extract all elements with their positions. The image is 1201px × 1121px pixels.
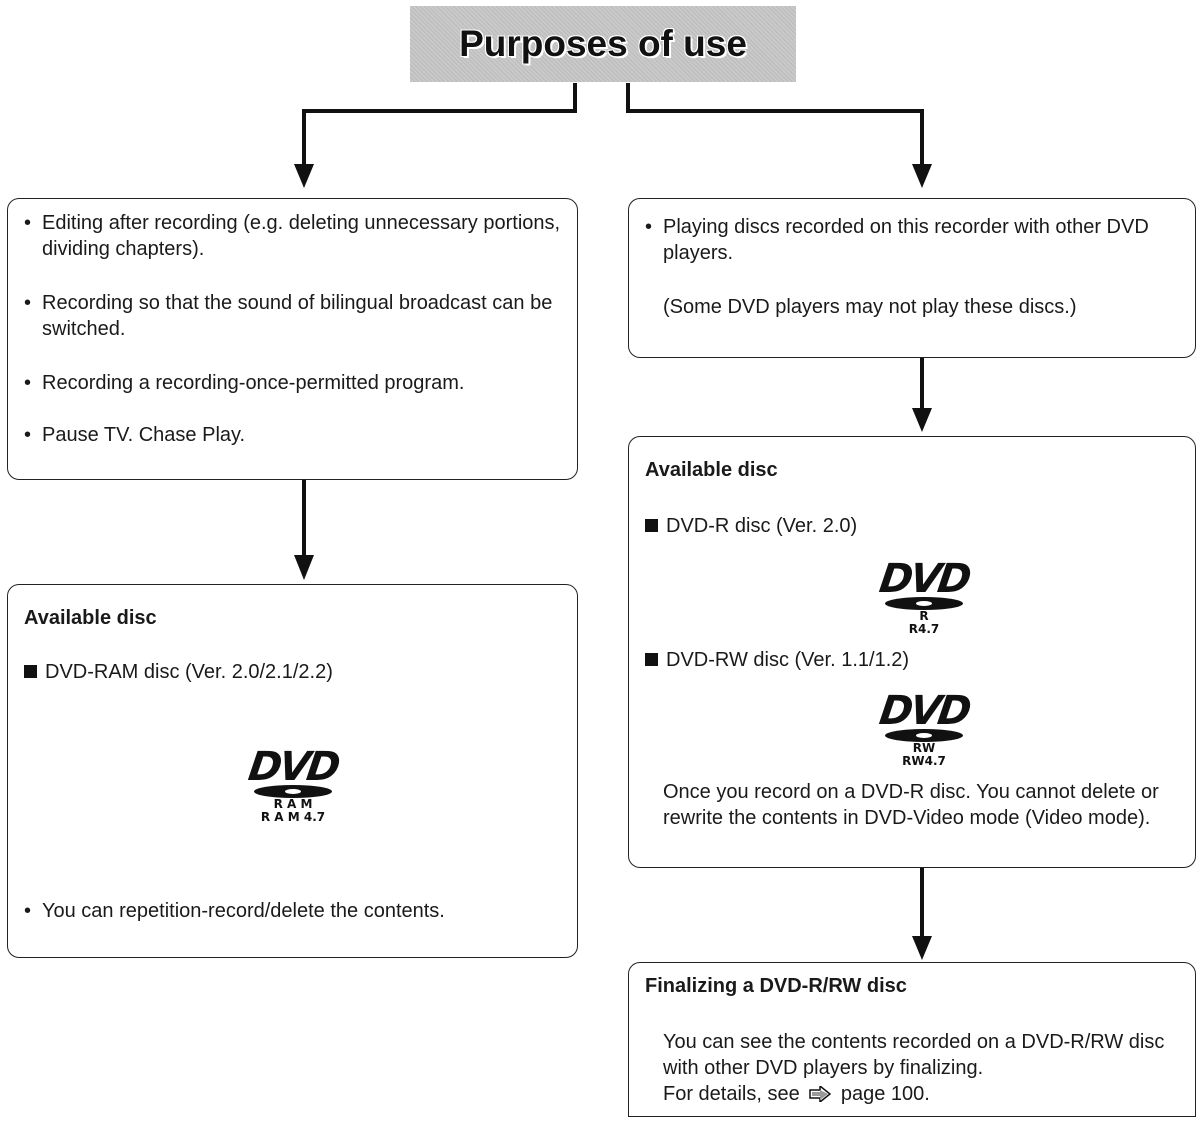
page-reference-prefix: For details, see <box>663 1083 800 1105</box>
finalizing-box: Finalizing a DVD-R/RW disc You can see t… <box>628 962 1196 1117</box>
page-reference-page: page 100. <box>840 1083 930 1105</box>
dvd-rw-logo-line2: RW4.7 <box>902 754 946 768</box>
diagram-title: Purposes of use <box>459 23 747 64</box>
page-reference-arrow-icon <box>809 1086 832 1102</box>
bullet-recording-once: Recording a recording-once-permitted pro… <box>24 370 563 396</box>
bullet-pause-tv: Pause TV. Chase Play. <box>24 422 563 448</box>
dvd-r-logo-disc <box>885 597 963 610</box>
arrowhead-right-bottom <box>912 936 932 960</box>
dvd-ram-item: DVD-RAM disc (Ver. 2.0/2.1/2.2) <box>24 659 333 685</box>
dvd-r-logo-line2: R4.7 <box>908 622 940 636</box>
dvd-rw-logo-line1: RW <box>912 741 936 755</box>
dvd-rw-item-label: DVD-RW disc (Ver. 1.1/1.2) <box>666 649 910 671</box>
right-available-disc-box: Available disc DVD-R disc (Ver. 2.0) DVD… <box>628 436 1196 868</box>
dvd-ram-logo-disc <box>254 785 332 798</box>
connector-title-to-left <box>302 83 577 166</box>
square-bullet-icon <box>645 519 658 532</box>
dvd-ram-logo: DVD R A M R A M 4.7 <box>243 744 343 824</box>
note-some-players: (Some DVD players may not play these dis… <box>663 296 1077 318</box>
dvd-ram-logo-word: DVD <box>245 744 341 790</box>
arrowhead-left-bottom <box>294 555 314 580</box>
dvd-ram-item-label: DVD-RAM disc (Ver. 2.0/2.1/2.2) <box>45 661 333 683</box>
dvd-ram-logo-line1: R A M <box>273 797 313 811</box>
dvd-r-note: Once you record on a DVD-R disc. You can… <box>663 781 1159 829</box>
bullet-repetition-record: You can repetition-record/delete the con… <box>24 898 563 924</box>
arrowhead-right-top <box>912 164 932 188</box>
connector-title-to-right <box>626 83 924 166</box>
available-disc-heading-right: Available disc <box>645 459 778 481</box>
dvd-r-logo-word: DVD <box>876 556 972 602</box>
arrowhead-right-middle <box>912 408 932 432</box>
dvd-ram-logo-line2: R A M 4.7 <box>260 810 326 824</box>
bullet-playing-other-players: Playing discs recorded on this recorder … <box>645 214 1181 266</box>
left-available-disc-box: Available disc DVD-RAM disc (Ver. 2.0/2.… <box>7 584 578 958</box>
dvd-r-logo-line1: R <box>919 609 929 623</box>
arrowhead-left-top <box>294 164 314 188</box>
dvd-rw-logo-word: DVD <box>876 688 972 734</box>
dvd-rw-logo-disc <box>885 729 963 742</box>
finalizing-text: You can see the contents recorded on a D… <box>663 1031 1165 1079</box>
left-purpose-box: Editing after recording (e.g. deleting u… <box>7 198 578 480</box>
finalizing-heading: Finalizing a DVD-R/RW disc <box>645 975 907 997</box>
dvd-r-item-label: DVD-R disc (Ver. 2.0) <box>666 515 858 537</box>
bullet-editing: Editing after recording (e.g. deleting u… <box>24 210 563 262</box>
dvd-r-item: DVD-R disc (Ver. 2.0) <box>645 513 857 539</box>
dvd-r-logo: DVD R R4.7 <box>874 556 974 636</box>
right-purpose-box: Playing discs recorded on this recorder … <box>628 198 1196 358</box>
dvd-rw-item: DVD-RW disc (Ver. 1.1/1.2) <box>645 647 909 673</box>
square-bullet-icon <box>24 665 37 678</box>
bullet-bilingual: Recording so that the sound of bilingual… <box>24 290 563 342</box>
square-bullet-icon <box>645 653 658 666</box>
title-banner: Purposes of use <box>410 6 796 82</box>
dvd-rw-logo: DVD RW RW4.7 <box>874 688 974 768</box>
page-reference: For details, see page 100. <box>663 1081 930 1107</box>
available-disc-heading: Available disc <box>24 607 157 629</box>
